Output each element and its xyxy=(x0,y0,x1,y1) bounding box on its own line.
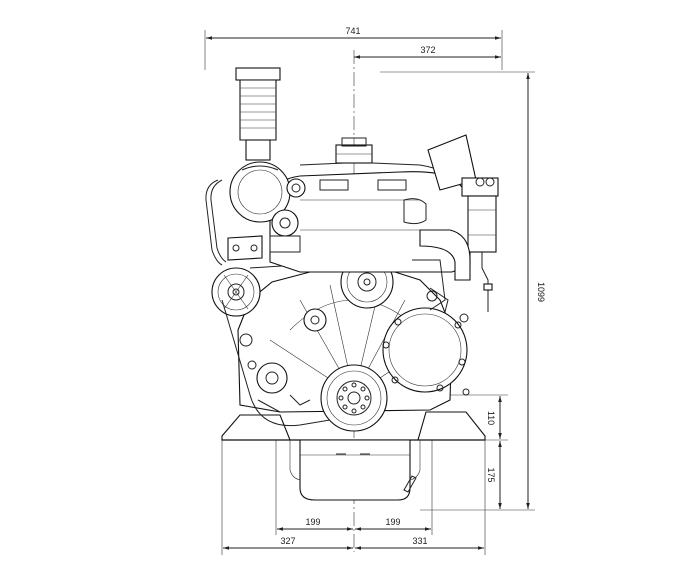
dim-lower-175: 175 xyxy=(486,467,496,482)
dim-overall-width: 741 xyxy=(345,26,360,36)
mounting-base xyxy=(221,414,291,441)
tensioner-pulley xyxy=(256,362,288,394)
engine-outline xyxy=(205,67,499,501)
fuel-filter xyxy=(461,177,499,312)
dipstick-tube xyxy=(205,179,223,266)
idler-pulley xyxy=(303,308,327,332)
thermostat-housing xyxy=(269,209,301,253)
alternator xyxy=(211,267,261,317)
oil-pan xyxy=(299,439,411,501)
dim-left-outer-width: 327 xyxy=(280,536,295,546)
dim-right-outer-width: 331 xyxy=(412,536,427,546)
crankshaft-pulley xyxy=(320,364,388,432)
exhaust-bellows xyxy=(235,67,281,161)
dim-overall-height: 1099 xyxy=(536,282,546,302)
oil-filler-cap xyxy=(335,137,373,164)
fan-drive-cover xyxy=(382,307,468,393)
dim-right-inner-width: 199 xyxy=(385,517,400,527)
dim-left-inner-width: 199 xyxy=(305,517,320,527)
turbocharger xyxy=(229,161,306,223)
dim-right-half-width: 372 xyxy=(420,45,435,55)
drive-belt xyxy=(221,299,331,427)
dim-lower-110: 110 xyxy=(486,411,496,425)
coolant-pipe xyxy=(419,229,471,281)
